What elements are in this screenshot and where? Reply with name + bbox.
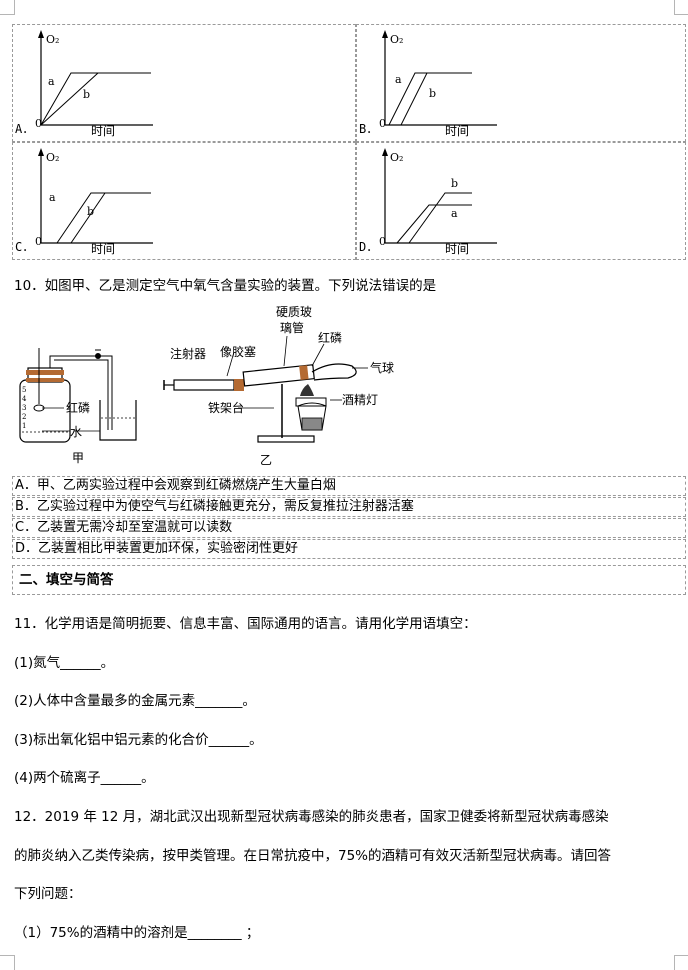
- option-d-origin: 0: [379, 235, 386, 248]
- option-a-curve-a: a: [48, 75, 55, 88]
- option-a-letter: A．: [15, 122, 35, 136]
- corner-mark-bottom-right: [674, 955, 688, 970]
- q10-choice-d[interactable]: D．乙装置相比甲装置更加环保，实验密闭性更好: [12, 539, 686, 559]
- option-b-curve-b: b: [429, 87, 436, 100]
- q11-item-1: (1)氮气______。: [14, 655, 115, 671]
- option-d-curve-b: b: [451, 177, 458, 190]
- yi-label-iron-stand: 铁架台: [208, 400, 244, 415]
- option-b-origin: 0: [379, 117, 386, 130]
- option-a-cell[interactable]: O₂ a b 0 时间 A．: [12, 24, 356, 142]
- option-c-x-label: 时间: [91, 242, 115, 256]
- apparatus-yi: 硬质玻 璃管 红磷 注射器 像胶塞 气球 铁架台 酒精灯 乙: [163, 305, 394, 467]
- jia-caption: 甲: [72, 451, 84, 465]
- q12-line-1: 12．2019 年 12 月，湖北武汉出现新型冠状病毒感染的肺炎患者，国家卫健委…: [14, 809, 609, 825]
- q11-item-2: (2)人体中含量最多的金属元素_______。: [14, 693, 256, 709]
- option-b-x-label: 时间: [445, 124, 469, 138]
- q12-line-3: 下列问题：: [14, 886, 82, 902]
- q11-item-4: (4)两个硫离子______。: [14, 770, 155, 786]
- yi-label-balloon: 气球: [370, 360, 394, 375]
- option-a-origin: 0: [35, 117, 42, 130]
- option-a-graph: O₂ a b 0 时间: [35, 30, 153, 138]
- q10-choice-a[interactable]: A．甲、乙两实验过程中会观察到红磷燃烧产生大量白烟: [12, 476, 686, 496]
- yi-label-alcohol-lamp: 酒精灯: [342, 393, 378, 407]
- apparatus-jia: 5 4 3 2 1 红磷 水 甲: [19, 348, 137, 465]
- corner-mark-top-left: [0, 0, 15, 15]
- option-c-curve-a: a: [49, 191, 56, 204]
- option-d-graph: O₂ b a 0 时间: [379, 148, 497, 256]
- corner-mark-bottom-left: [0, 955, 15, 970]
- option-b-y-label: O₂: [390, 33, 403, 46]
- option-c-curve-b: b: [87, 205, 94, 218]
- option-c-origin: 0: [35, 235, 42, 248]
- option-c-y-label: O₂: [46, 151, 59, 164]
- option-c-letter: C．: [15, 240, 35, 254]
- section-title: 二、填空与简答: [12, 565, 686, 595]
- option-a-y-label: O₂: [46, 33, 59, 46]
- jia-label-water: 水: [70, 425, 82, 439]
- option-d-cell[interactable]: O₂ b a 0 时间 D．: [356, 142, 686, 260]
- option-d-letter: D．: [359, 240, 379, 254]
- option-a-x-label: 时间: [91, 124, 115, 138]
- option-b-curve-a: a: [395, 73, 402, 86]
- jia-scale-5: 5: [22, 386, 26, 394]
- yi-caption: 乙: [260, 453, 272, 467]
- jia-scale-2: 2: [22, 413, 26, 421]
- q12-line-2: 的肺炎纳入乙类传染病，按甲类管理。在日常抗疫中，75%的酒精可有效灭活新型冠状病…: [14, 848, 612, 864]
- option-b-letter: B．: [359, 122, 379, 136]
- yi-label-red-phosphorus: 红磷: [318, 330, 342, 345]
- jia-scale-3: 3: [22, 404, 26, 412]
- option-b-graph: O₂ a b 0 时间: [379, 30, 497, 138]
- yi-label-glass-tube-2: 璃管: [280, 320, 304, 335]
- yi-label-glass-tube-1: 硬质玻: [276, 305, 312, 319]
- q10-choice-b[interactable]: B．乙实验过程中为使空气与红磷接触更充分，需反复推拉注射器活塞: [12, 497, 686, 517]
- q10-apparatus-figure: 5 4 3 2 1 红磷 水 甲 硬质玻 璃管 红磷 注射器 像胶塞 气球 铁: [19, 305, 394, 467]
- q10-stem: 10．如图甲、乙是测定空气中氧气含量实验的装置。下列说法错误的是: [14, 278, 437, 294]
- option-b-cell[interactable]: O₂ a b 0 时间 B．: [356, 24, 686, 142]
- jia-scale-1: 1: [22, 422, 26, 430]
- q12-sub-1: （1）75%的酒精中的溶剂是________ ；: [14, 925, 260, 941]
- q11-item-3: (3)标出氧化铝中铝元素的化合价______。: [14, 732, 263, 748]
- option-a-curve-b: b: [83, 88, 90, 101]
- option-d-y-label: O₂: [390, 151, 403, 164]
- yi-label-rubber-stopper: 像胶塞: [220, 344, 256, 359]
- yi-label-syringe: 注射器: [170, 346, 206, 361]
- option-c-graph: O₂ a b 0 时间: [35, 148, 153, 256]
- jia-label-red-phosphorus: 红磷: [66, 400, 90, 415]
- q11-stem: 11．化学用语是简明扼要、信息丰富、国际通用的语言。请用化学用语填空：: [14, 616, 477, 632]
- q10-choice-c[interactable]: C．乙装置无需冷却至室温就可以读数: [12, 518, 686, 538]
- corner-mark-top-right: [674, 0, 688, 15]
- option-d-curve-a: a: [451, 207, 458, 220]
- option-d-x-label: 时间: [445, 242, 469, 256]
- jia-scale-4: 4: [22, 395, 27, 403]
- option-c-cell[interactable]: O₂ a b 0 时间 C．: [12, 142, 356, 260]
